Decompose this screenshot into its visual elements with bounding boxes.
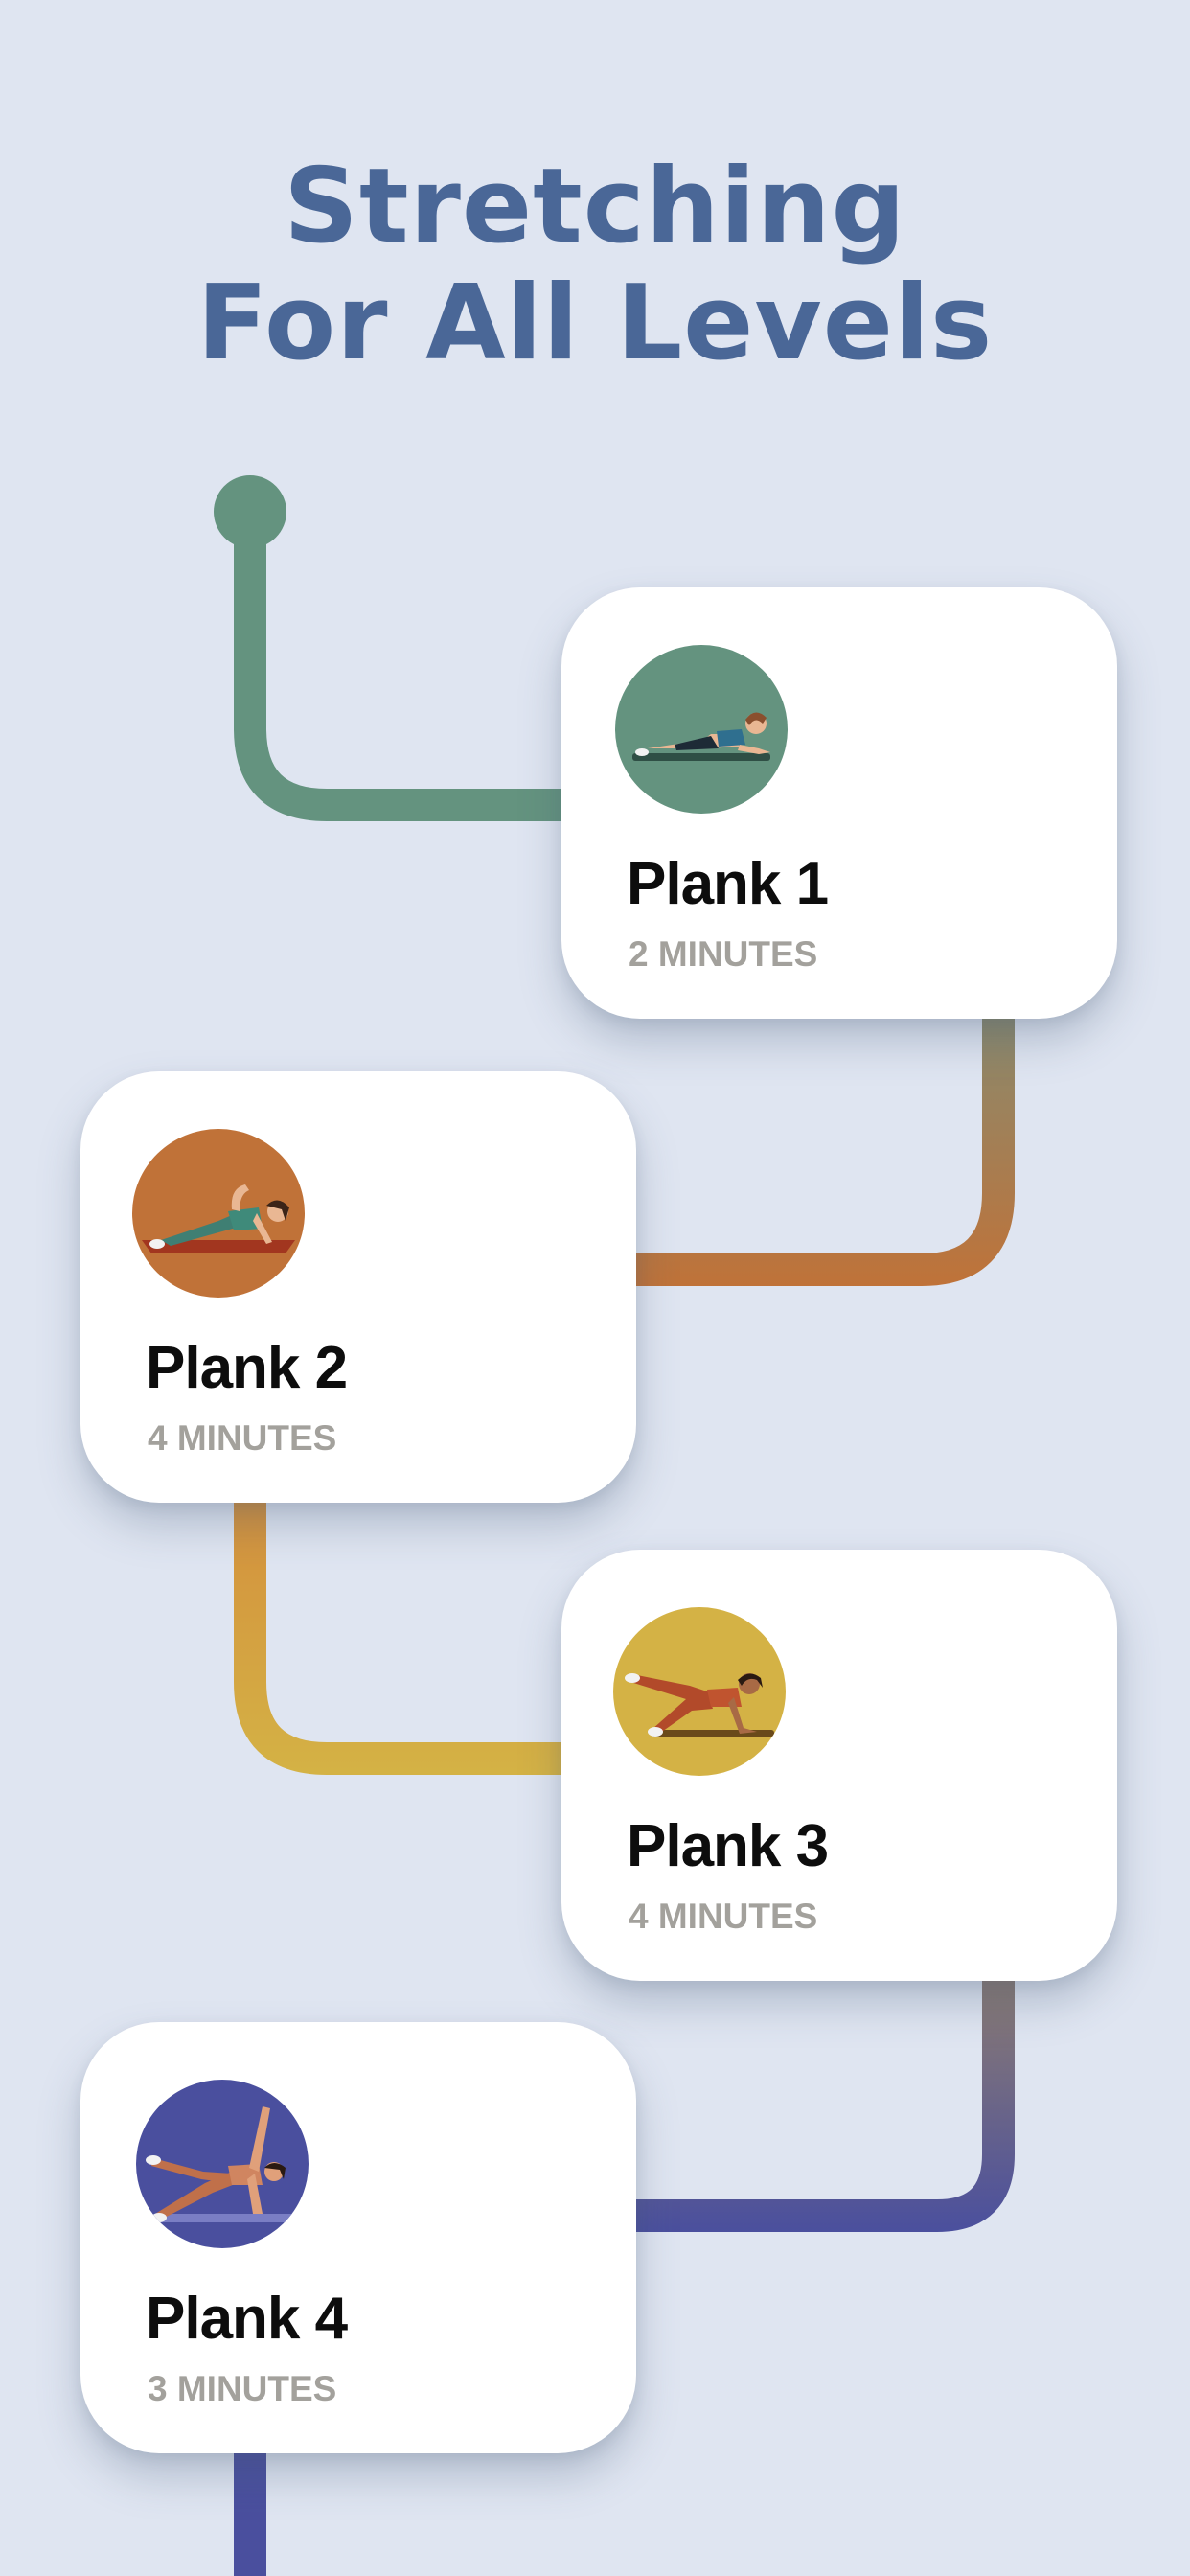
exercise-title: Plank 3	[627, 1813, 829, 1879]
path-segment-2	[613, 997, 1015, 1286]
side-plank-figure-icon	[132, 1129, 305, 1298]
exercise-duration: 4 MINUTES	[148, 1418, 337, 1458]
exercise-duration: 2 MINUTES	[629, 934, 818, 974]
page-title-line-2: For All Levels	[196, 264, 994, 383]
exercise-card-plank-3[interactable]: Plank 3 4 MINUTES	[561, 1550, 1117, 1981]
exercise-title: Plank 1	[627, 851, 829, 917]
exercise-card-plank-2[interactable]: Plank 2 4 MINUTES	[80, 1071, 636, 1503]
page-title-line-1: Stretching	[284, 147, 906, 266]
page-title: Stretching For All Levels	[0, 149, 1190, 382]
exercise-card-plank-4[interactable]: Plank 4 3 MINUTES	[80, 2022, 636, 2453]
path-segment-3	[234, 1476, 575, 1775]
exercise-title: Plank 4	[146, 2286, 348, 2352]
plank-figure-icon	[615, 645, 788, 814]
exercise-duration: 3 MINUTES	[148, 2369, 337, 2408]
star-plank-figure-icon	[136, 2080, 309, 2248]
path-segment-1	[234, 512, 575, 821]
leg-raise-plank-figure-icon	[613, 1607, 786, 1776]
exercise-title: Plank 2	[146, 1335, 348, 1401]
exercise-duration: 4 MINUTES	[629, 1897, 818, 1936]
path-segment-4	[613, 1955, 1015, 2232]
exercise-card-plank-1[interactable]: Plank 1 2 MINUTES	[561, 587, 1117, 1019]
